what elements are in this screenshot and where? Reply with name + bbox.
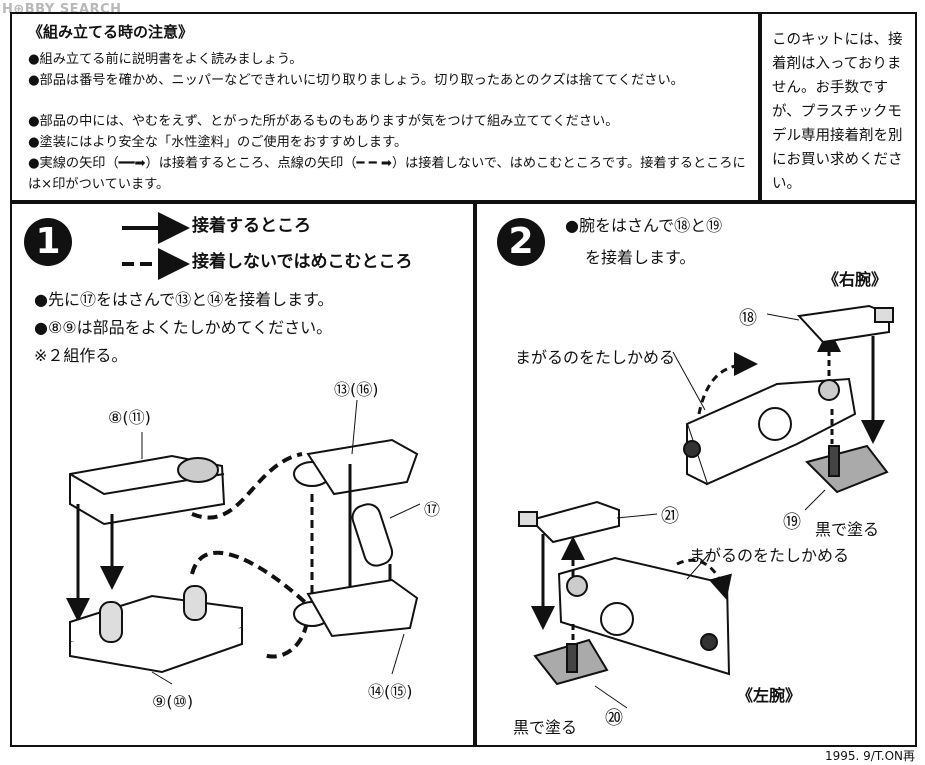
step2-panel: 2 ●腕をはさんで⑱と⑲ を接着します。 《右腕》 まがるのをたしかめる まがる…	[475, 202, 917, 747]
label-part-19: ⑲	[783, 512, 801, 533]
legend-solid-label: 接着するところ	[192, 216, 311, 236]
part-14	[293, 578, 419, 638]
label-part-21: ㉑	[661, 506, 679, 527]
part-8-lid	[69, 454, 226, 526]
step1-legend-arrows	[122, 212, 190, 280]
step2-line-2: を接着します。	[585, 248, 696, 267]
label-part-18: ⑱	[739, 308, 757, 329]
step2-diagram	[518, 304, 894, 709]
note-item-4: ●塗装にはより安全な「水性塗料」のご使用をおすすめします。	[28, 135, 408, 150]
step2-number-badge: 2	[497, 218, 545, 266]
assembly-notes-box: 《組み立てる時の注意》 ●組み立てる前に説明書をよく読みましょう。 ●部品は番号…	[10, 12, 760, 202]
notes-title: 《組み立てる時の注意》	[28, 23, 194, 41]
right-arm-title: 《右腕》	[823, 270, 888, 289]
adhesive-note-box: このキットには、接着剤は入っておりません。お手数ですが、プラスチックモデル専用接…	[760, 12, 917, 202]
note-item-2: ●部品は番号を確かめ、ニッパーなどできれいに切り取りましょう。切り取ったあとのク…	[28, 73, 684, 88]
step1-panel: 1 接着するところ 接着しないではめこむところ ●先に⑰をはさんで⑬と⑭を接着し…	[10, 202, 475, 747]
bend-check-label-2: まがるのをたしかめる	[689, 546, 850, 565]
paint-black-label-2: 黒で塗る	[513, 718, 578, 737]
part-18	[796, 304, 894, 344]
footer-print-code: 1995. 9/T.ON再	[825, 749, 915, 763]
step1-line-2: ●⑧⑨は部品をよくたしかめてください。	[34, 318, 333, 337]
adhesive-note-text: このキットには、接着剤は入っておりません。お手数ですが、プラスチックモデル専用接…	[772, 32, 903, 192]
legend-dashed-label: 接着しないではめこむところ	[192, 252, 413, 272]
part-13	[293, 438, 419, 604]
bend-check-label-1: まがるのをたしかめる	[515, 348, 676, 367]
step1-number-badge: 1	[24, 218, 72, 266]
part-17	[351, 503, 394, 567]
label-part-13-16: ⑬(⑯)	[334, 380, 379, 399]
label-part-17: ⑰	[424, 500, 441, 519]
label-part-14-15: ⑭(⑮)	[368, 682, 413, 701]
note-item-5: ●実線の矢印（━━➡）は接着するところ、点線の矢印（━ ━ ➡）は接着しないで、…	[28, 156, 746, 192]
right-arm	[683, 377, 857, 486]
step1-line-1: ●先に⑰をはさんで⑬と⑭を接着します。	[34, 290, 334, 309]
part-21	[518, 500, 620, 544]
step1-line-3: ※２組作る。	[34, 346, 128, 365]
note-item-1: ●組み立てる前に説明書をよく読みましょう。	[28, 52, 303, 67]
note-item-3: ●部品の中には、やむをえず、とがった所があるものもありますが気をつけて組み立てて…	[28, 114, 619, 129]
label-part-8-11: ⑧(⑪)	[108, 408, 151, 427]
part-9-base	[69, 585, 243, 674]
left-arm-title: 《左腕》	[737, 686, 802, 705]
label-part-20: ⑳	[605, 708, 623, 729]
step2-line-1: ●腕をはさんで⑱と⑲	[565, 216, 723, 235]
part-19	[805, 444, 889, 494]
paint-black-label-1: 黒で塗る	[815, 520, 880, 539]
part-20	[533, 638, 609, 686]
label-part-9-10: ⑨(⑩)	[152, 692, 194, 711]
step1-diagram	[66, 399, 421, 685]
left-arm	[557, 556, 731, 676]
